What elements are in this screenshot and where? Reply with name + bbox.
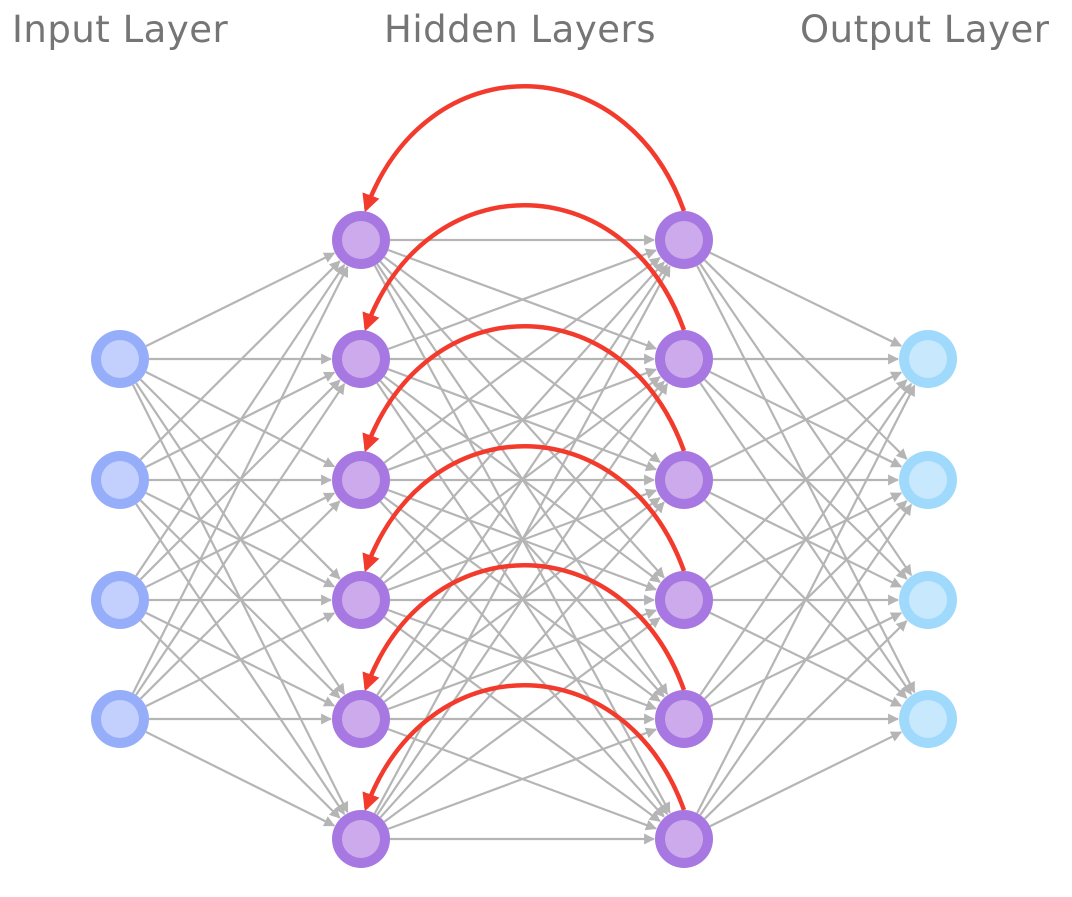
edge-hidden2-5-to-output-2	[703, 620, 908, 820]
edge-hidden2-0-to-output-0	[709, 251, 903, 347]
hidden2-node-2	[655, 451, 713, 509]
nodes	[91, 211, 957, 868]
hidden2-node-4	[655, 690, 713, 748]
feedforward-edges	[132, 234, 916, 845]
node-core	[909, 340, 947, 378]
node-core	[342, 820, 380, 858]
node-core	[909, 461, 947, 499]
hidden1-node-0	[332, 211, 390, 269]
node-core	[909, 581, 947, 619]
hidden2-node-3	[655, 571, 713, 629]
node-core	[101, 340, 139, 378]
edge-input-3-to-hidden1-1	[135, 383, 346, 696]
node-core	[101, 461, 139, 499]
node-core	[342, 221, 380, 259]
edge-input-3-to-hidden1-3	[145, 612, 336, 708]
output-node-2	[899, 571, 957, 629]
output-layer-title: Output Layer	[800, 8, 1050, 51]
edge-hidden1-5-to-hidden2-4	[387, 727, 657, 830]
hidden1-node-1	[332, 330, 390, 388]
recurrent-edge-4	[362, 563, 687, 692]
hidden1-node-4	[332, 690, 390, 748]
edge-input-3-to-hidden1-0	[132, 265, 349, 694]
hidden1-node-5	[332, 810, 390, 868]
hidden2-node-5	[655, 810, 713, 868]
node-core	[342, 700, 380, 738]
edge-hidden2-3-to-output-0	[703, 379, 908, 581]
edge-hidden2-5-to-output-0	[696, 384, 916, 814]
edge-hidden1-3-to-hidden2-0	[379, 261, 665, 580]
node-core	[665, 221, 703, 259]
input-layer-title: Input Layer	[12, 8, 229, 51]
node-core	[909, 700, 947, 738]
node-core	[665, 461, 703, 499]
edge-input-1-to-hidden1-0	[139, 260, 341, 461]
edge-input-2-to-hidden1-0	[135, 264, 346, 577]
hidden-layers-title: Hidden Layers	[384, 8, 656, 51]
output-node-3	[899, 690, 957, 748]
edge-hidden2-4-to-output-0	[699, 382, 913, 696]
input-node-3	[91, 690, 149, 748]
edge-hidden1-4-to-hidden2-0	[376, 263, 669, 696]
node-core	[101, 581, 139, 619]
recurrent-edge-5	[362, 683, 687, 812]
edge-hidden1-5-to-hidden2-2	[379, 501, 665, 819]
edge-hidden1-5-to-hidden2-3	[383, 616, 661, 823]
edge-hidden1-5-to-hidden2-1	[376, 382, 669, 816]
hidden2-node-1	[655, 330, 713, 388]
node-core	[665, 700, 703, 738]
edge-input-3-to-hidden1-5	[145, 730, 336, 827]
input-node-2	[91, 571, 149, 629]
hidden1-node-2	[332, 451, 390, 509]
recurrent-edge-2	[362, 324, 687, 453]
edge-hidden2-5-to-output-1	[699, 503, 913, 816]
edge-hidden2-5-to-output-3	[709, 731, 903, 828]
recurrent-edges	[362, 84, 687, 812]
node-core	[665, 581, 703, 619]
input-node-1	[91, 451, 149, 509]
hidden2-node-0	[655, 211, 713, 269]
edge-hidden1-2-to-hidden2-0	[383, 257, 661, 464]
edge-input-3-to-hidden1-2	[139, 500, 341, 700]
recurrent-edge-1	[362, 203, 687, 332]
node-core	[101, 700, 139, 738]
edge-hidden2-2-to-output-0	[709, 371, 903, 469]
output-node-1	[899, 451, 957, 509]
input-node-0	[91, 330, 149, 388]
node-core	[342, 461, 380, 499]
node-core	[665, 820, 703, 858]
output-node-0	[899, 330, 957, 388]
edge-hidden1-1-to-hidden2-0	[387, 248, 657, 351]
edge-input-0-to-hidden1-0	[145, 252, 336, 348]
recurrent-edge-3	[362, 444, 687, 573]
hidden1-node-3	[332, 571, 390, 629]
node-core	[342, 581, 380, 619]
node-core	[665, 340, 703, 378]
node-core	[342, 340, 380, 378]
recurrent-edge-0	[362, 84, 687, 213]
